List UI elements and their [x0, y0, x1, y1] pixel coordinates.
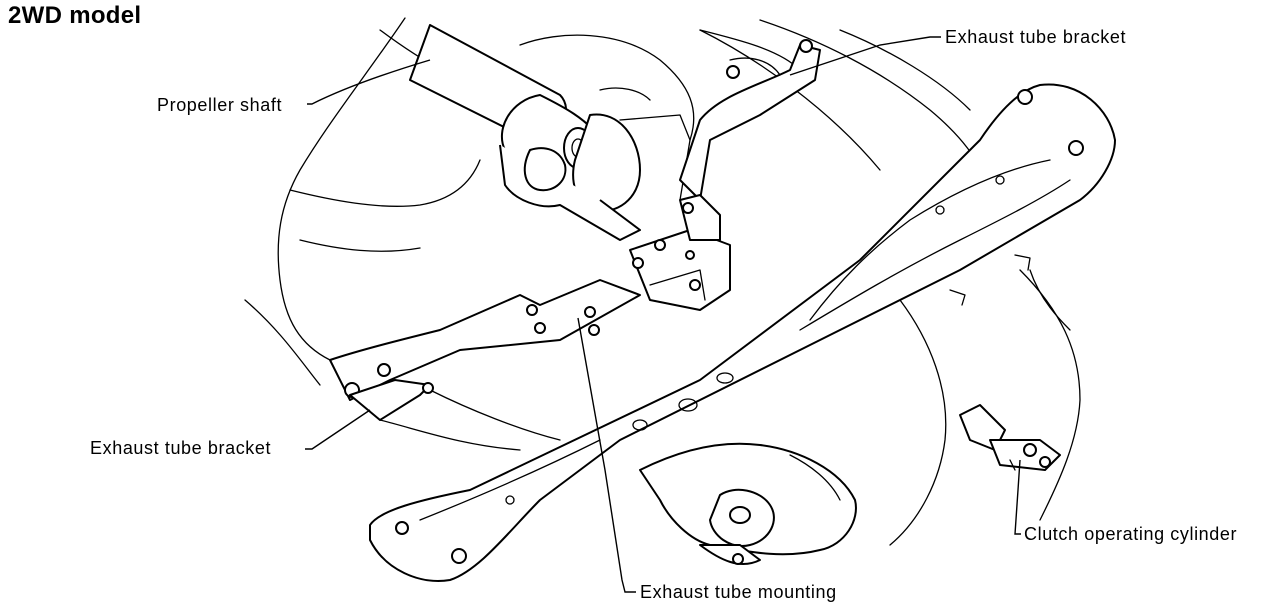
leader-lines	[305, 36, 1021, 593]
crossmember-left-arm	[329, 279, 641, 401]
clutch-operating-cylinder	[959, 404, 1061, 471]
rear-mount	[499, 87, 691, 241]
crossmember	[369, 83, 1116, 582]
clutch-operating-cylinder-label: Clutch operating cylinder	[1024, 524, 1238, 544]
exhaust-tube-bracket-left	[349, 379, 561, 451]
side-fittings	[949, 254, 1031, 306]
exhaust-tube-bracket-top-label: Exhaust tube bracket	[945, 27, 1127, 47]
transmission-housing	[244, 17, 1081, 546]
exhaust-tube	[639, 442, 857, 565]
exhaust-tube-bracket-left-label: Exhaust tube bracket	[90, 438, 272, 458]
diagram-title: 2WD model	[8, 2, 142, 29]
propeller-shaft	[409, 24, 801, 212]
propeller-shaft-label: Propeller shaft	[157, 95, 283, 115]
exhaust-tube-mounting-label: Exhaust tube mounting	[640, 582, 837, 602]
center-bracket	[629, 194, 731, 311]
exhaust-tube-bracket-top	[679, 39, 821, 201]
